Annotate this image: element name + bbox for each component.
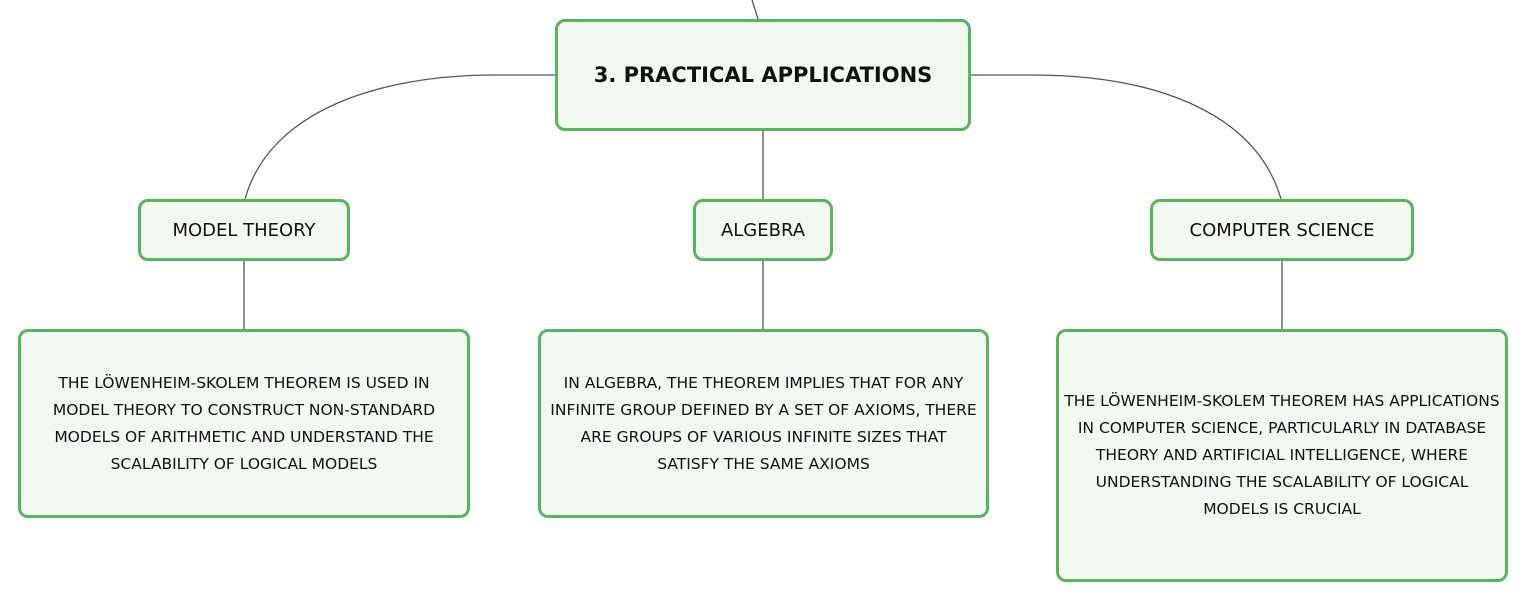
detail-node-computer-science[interactable]: THE LÖWENHEIM-SKOLEM THEOREM HAS APPLICA… xyxy=(1056,329,1508,582)
detail-text-algebra: IN ALGEBRA, THE THEOREM IMPLIES THAT FOR… xyxy=(550,373,977,473)
topic-node-computer-science[interactable]: COMPUTER SCIENCE xyxy=(1150,199,1414,261)
topic-label-model-theory: MODEL THEORY xyxy=(172,219,316,241)
detail-node-algebra[interactable]: IN ALGEBRA, THE THEOREM IMPLIES THAT FOR… xyxy=(538,329,989,518)
topic-node-algebra[interactable]: ALGEBRA xyxy=(693,199,833,261)
topic-label-algebra: ALGEBRA xyxy=(720,219,806,241)
detail-text-model-theory: THE LÖWENHEIM-SKOLEM THEOREM IS USED IN … xyxy=(52,373,436,473)
root-topic-node[interactable]: 3. PRACTICAL APPLICATIONS xyxy=(555,19,971,131)
connector-parent-to-root xyxy=(751,0,759,20)
topic-label-computer-science: COMPUTER SCIENCE xyxy=(1189,219,1375,241)
topic-node-model-theory[interactable]: MODEL THEORY xyxy=(138,199,350,261)
detail-node-model-theory[interactable]: THE LÖWENHEIM-SKOLEM THEOREM IS USED IN … xyxy=(18,329,470,518)
detail-text-computer-science: THE LÖWENHEIM-SKOLEM THEOREM HAS APPLICA… xyxy=(1064,392,1500,518)
connector-root-to-model-theory xyxy=(244,74,555,200)
connector-root-to-computer-science xyxy=(971,74,1282,200)
root-topic-label: 3. PRACTICAL APPLICATIONS xyxy=(593,63,933,87)
